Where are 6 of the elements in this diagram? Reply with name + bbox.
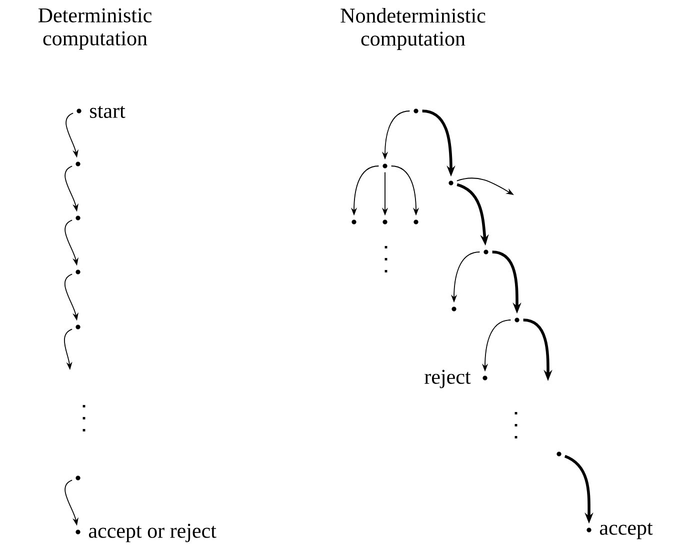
node-label: start (90, 106, 126, 118)
heading: Deterministic computation (38, 8, 152, 50)
node-label: accept (600, 522, 653, 540)
heading: Nondeterministic computation (340, 8, 486, 50)
node-label: reject (424, 370, 471, 388)
node-label: accept or reject (88, 524, 216, 542)
